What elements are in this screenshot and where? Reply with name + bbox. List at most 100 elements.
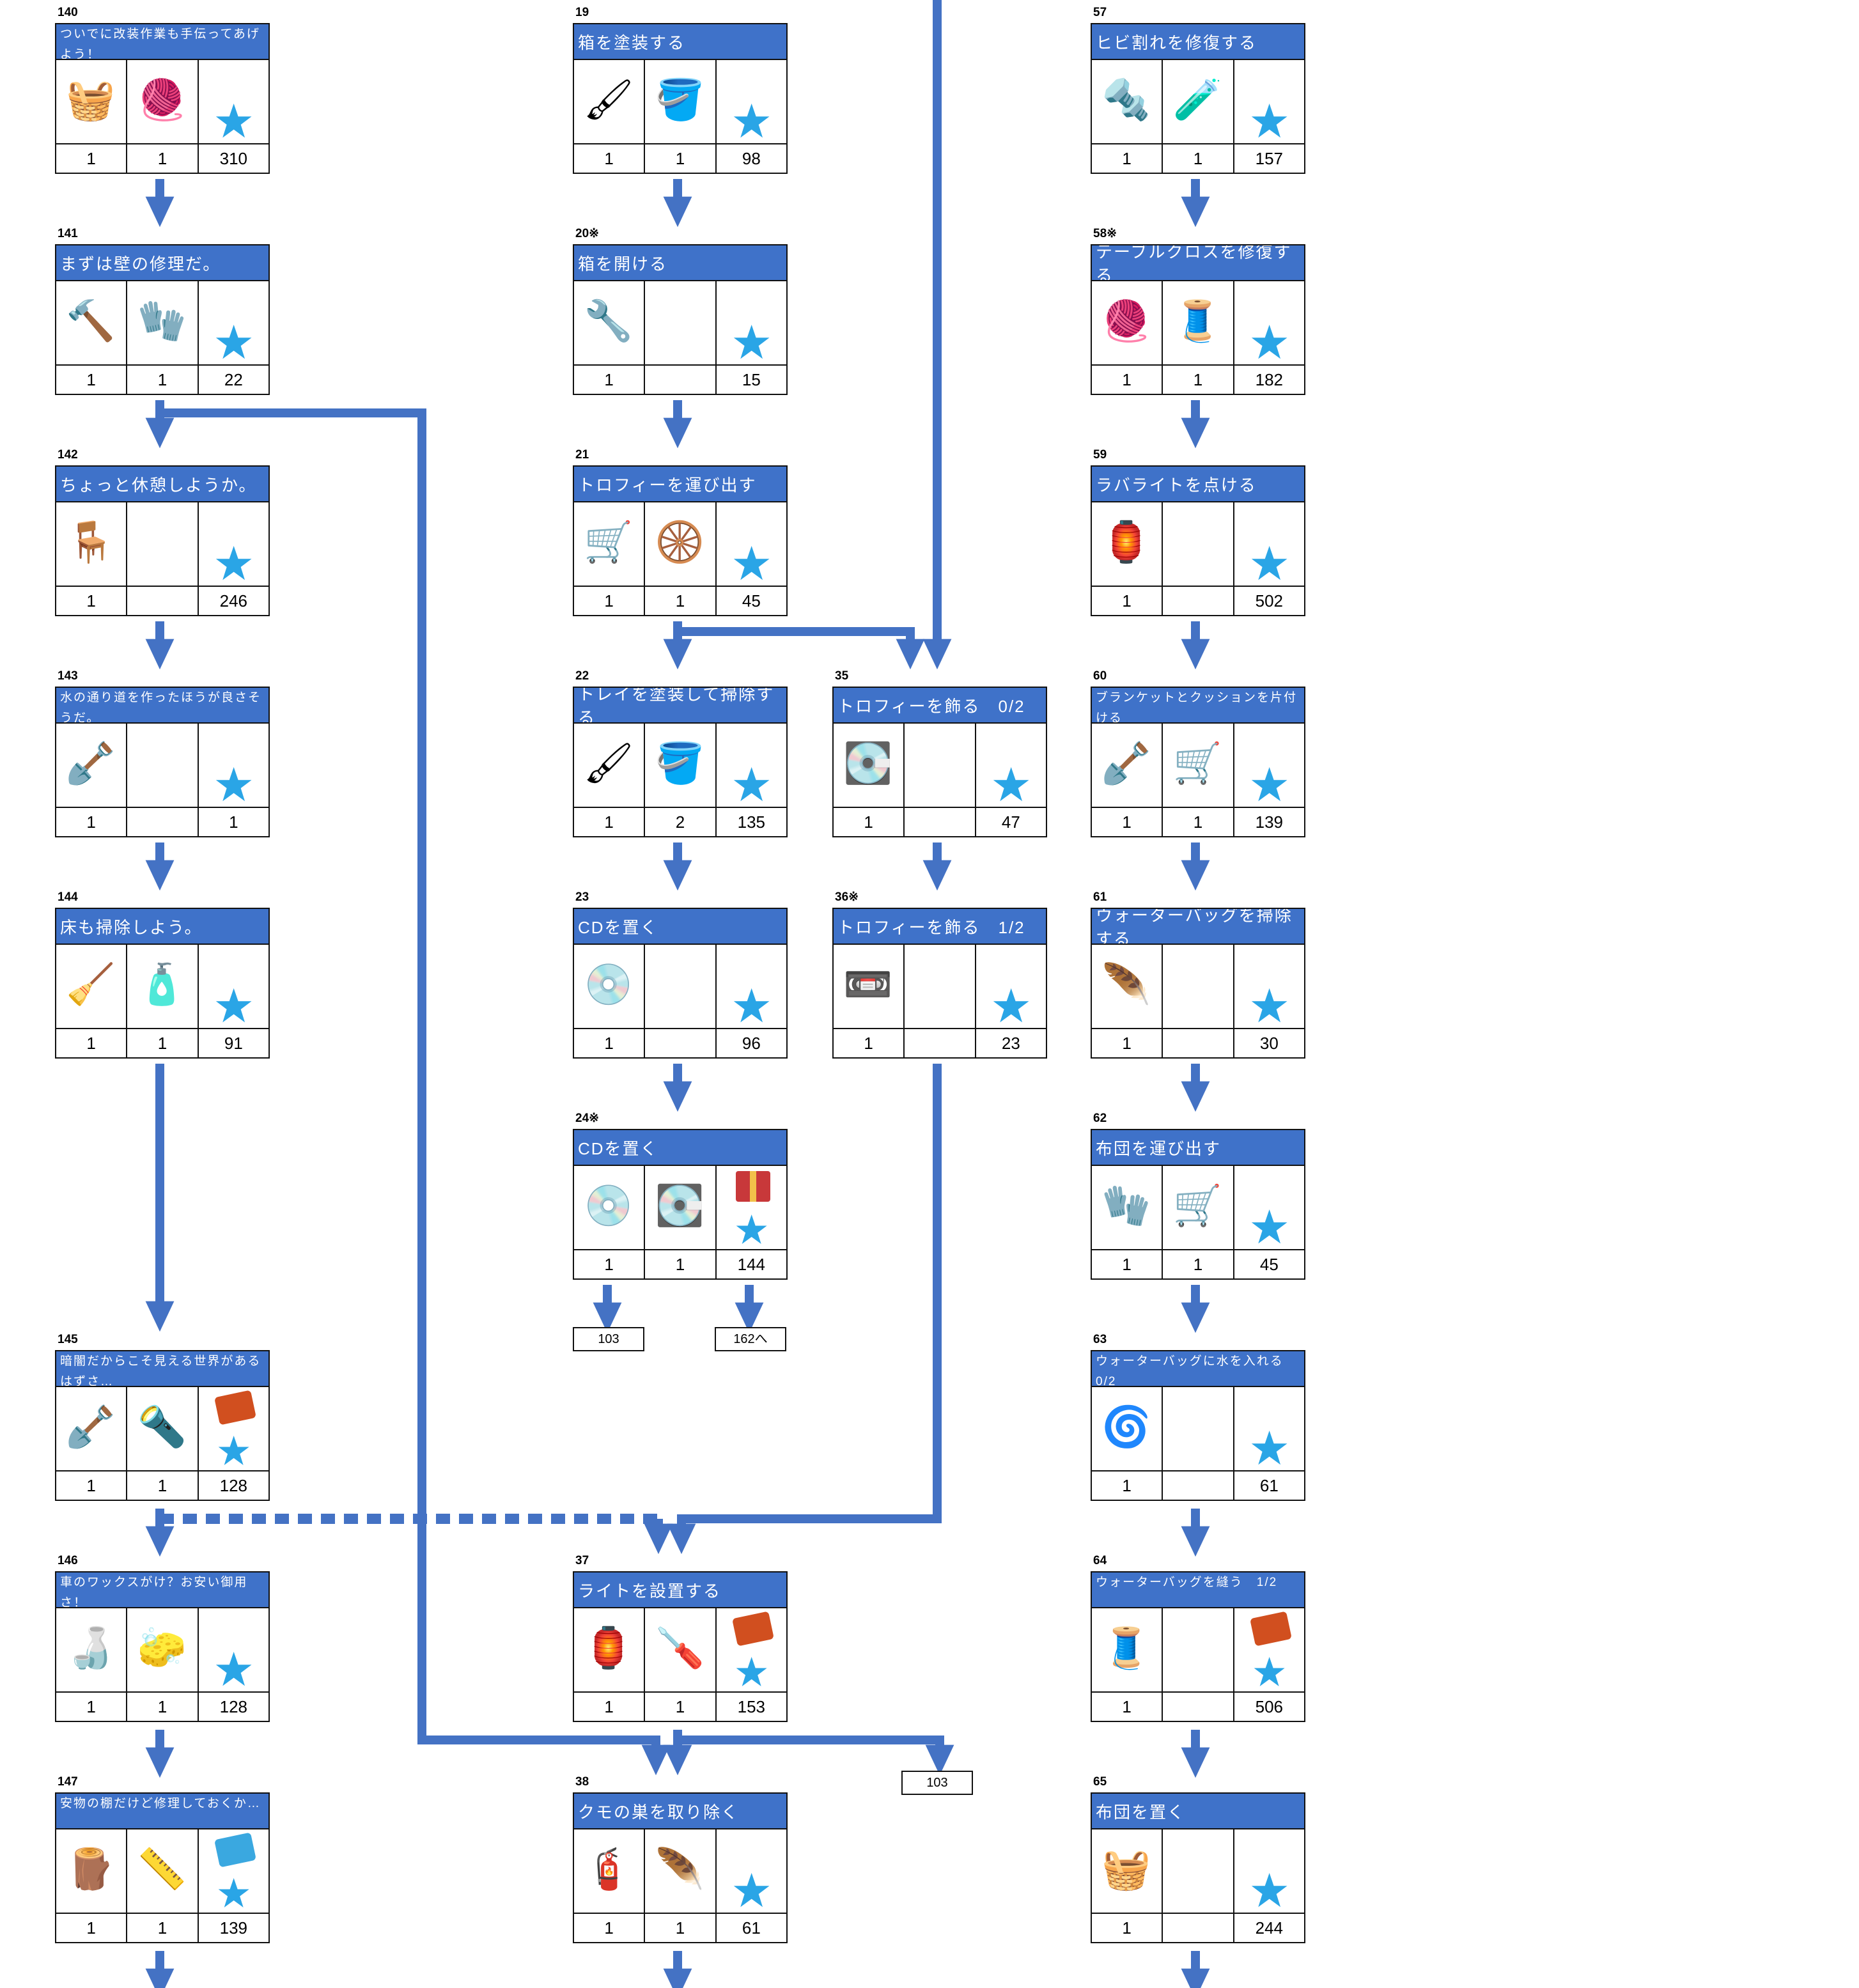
item-row: 🏮🪛 [574,1608,786,1693]
vinyl-record-icon: 💽 [655,1183,704,1228]
reward-amount: 47 [1001,812,1020,832]
item-quantity: 1 [1092,808,1163,836]
item-cell [717,1166,786,1249]
item-cell: 🔩 [1092,60,1163,143]
item-cell: 🛒 [1163,724,1234,807]
item-row: 🧵 [1092,1608,1304,1693]
reward-amount: 128 [219,1697,248,1716]
quest-title: ウォーターバッグに水を入れる 0/2 [1092,1351,1304,1387]
item-quantity: 1 [56,1914,128,1942]
reward-amount: 153 [737,1697,766,1716]
item-quantity: 1 [127,1693,199,1721]
sewing-machine-icon: 🧵 [1101,1626,1151,1670]
item-cell [199,60,268,143]
quest-title: 布団を置く [1092,1794,1304,1829]
quest-number: 146 [58,1554,78,1567]
item-row: 🪏🛒 [1092,724,1304,808]
item-quantity: 1 [1092,1914,1163,1942]
item-cell: 🧤 [127,281,199,364]
item-quantity [1163,1693,1234,1721]
star-reward-icon [215,1652,252,1686]
quest-title: CDを置く [574,1130,786,1166]
hand-truck-icon: 🛒 [584,520,634,564]
item-cell [717,945,786,1028]
paint-can-icon: 🪣 [655,77,704,122]
item-quantity [1163,587,1234,615]
item-cell: 📼 [834,945,905,1028]
paint-roller-icon: 🖌 [583,77,634,122]
item-cell: 🛒 [1163,1166,1234,1249]
item-quantity: 1 [1092,587,1163,615]
item-cell [717,281,786,364]
star-reward-icon [215,767,252,802]
star-reward-icon [215,988,252,1023]
quest-number: 141 [58,227,78,240]
quest-number: 63 [1093,1333,1107,1346]
star-reward-icon [733,546,770,580]
item-quantity: 1 [1163,144,1234,173]
item-cell: 🧶 [127,60,199,143]
item-cell: 🛞 [645,502,717,586]
reward-amount: 128 [219,1476,248,1495]
item-row: 🖌🪣 [574,60,786,144]
flashlight-icon: 🔦 [137,1404,187,1449]
lamp-set-icon: 🏮 [584,1626,634,1670]
star-reward-icon [733,104,770,138]
item-row: 🧺🧶 [56,60,268,144]
item-cell [1234,1166,1304,1249]
quest-title: 箱を開ける [574,245,786,281]
quest-title: ヒビ割れを修復する [1092,24,1304,60]
item-quantity: 2 [645,808,717,836]
quest-number: 35 [835,669,849,683]
star-reward-icon [215,104,252,138]
thread-spool-icon: 🧵 [1172,299,1222,343]
star-reward-icon [993,988,1029,1023]
star-reward-icon [993,767,1029,802]
lantern-icon: 🏮 [1101,520,1151,564]
detergent-bottle-icon: 🧴 [137,962,187,1007]
star-reward-icon [1254,1657,1285,1686]
reward-amount: 30 [1259,1034,1279,1053]
ruby-bag-icon [214,1390,256,1425]
reward-amount: 139 [1255,812,1284,832]
item-row: 🪑 [56,502,268,587]
star-reward-icon [733,1873,770,1907]
item-quantity: 1 [1092,1693,1163,1721]
basket-icon: 🧺 [1101,1847,1151,1891]
item-quantity: 1 [1163,366,1234,394]
quest-title: まずは壁の修理だ。 [56,245,268,281]
quest-number: 140 [58,6,78,19]
quest-number: 145 [58,1333,78,1346]
quest-number: 58※ [1093,227,1117,240]
item-cell: 🏮 [1092,502,1163,586]
item-quantity [645,366,717,394]
item-quantity: 1 [574,808,646,836]
item-cell [199,1608,268,1691]
star-reward-icon [218,1436,249,1465]
